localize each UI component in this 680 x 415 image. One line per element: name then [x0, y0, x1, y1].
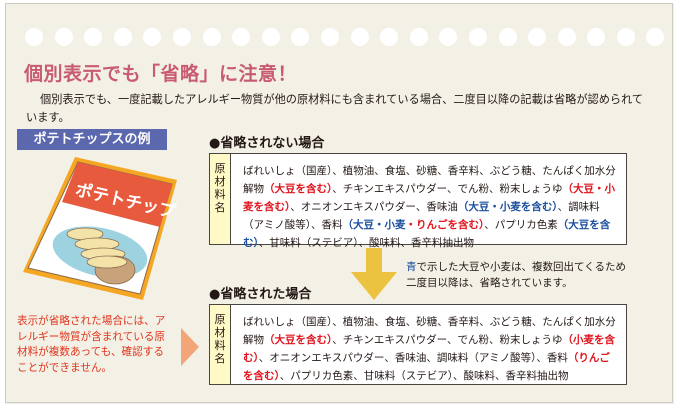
binder-holes	[25, 28, 665, 46]
section-heading-omitted: ●省略された場合	[209, 287, 312, 302]
omission-warning-note: 表示が省略された場合には、アレルギー物質が含まれている原材料が複数あっても、確認…	[17, 315, 166, 374]
intro-paragraph: 個別表示でも、一度記載したアレルギー物質が他の原材料にも含まれている場合、二度目…	[26, 93, 644, 124]
pointer-triangle-icon	[181, 328, 199, 366]
section-heading-not-omitted: ●省略されない場合	[209, 136, 325, 151]
potato-chips-bag-icon: ポテトチップ	[23, 157, 178, 300]
ingredients-table-not-omitted: 原材料名 ばれいしょ（国産）、植物油、食塩、砂糖、香辛料、ぶどう糖、たんぱく加水…	[209, 153, 627, 249]
ingredients-text: ばれいしょ（国産）、植物油、食塩、砂糖、香辛料、ぶどう糖、たんぱく加水分解物（大…	[243, 165, 616, 249]
ingredients-text: ばれいしょ（国産）、植物油、食塩、砂糖、香辛料、ぶどう糖、たんぱく加水分解物（大…	[243, 316, 616, 382]
page-title: 個別表示でも「省略」に注意！	[24, 63, 298, 85]
ingredients-label: 原材料名	[210, 305, 231, 384]
down-arrow-icon	[351, 248, 397, 300]
ingredients-label: 原材料名	[210, 154, 231, 244]
example-label: ポテトチップスの例	[17, 129, 167, 150]
omission-explanation: 青で示した大豆や小麦は、複数回出てくるため二度目以降は、省略されています。	[406, 261, 626, 289]
ingredients-table-omitted: 原材料名 ばれいしょ（国産）、植物油、食塩、砂糖、香辛料、ぶどう糖、たんぱく加水…	[209, 304, 627, 385]
